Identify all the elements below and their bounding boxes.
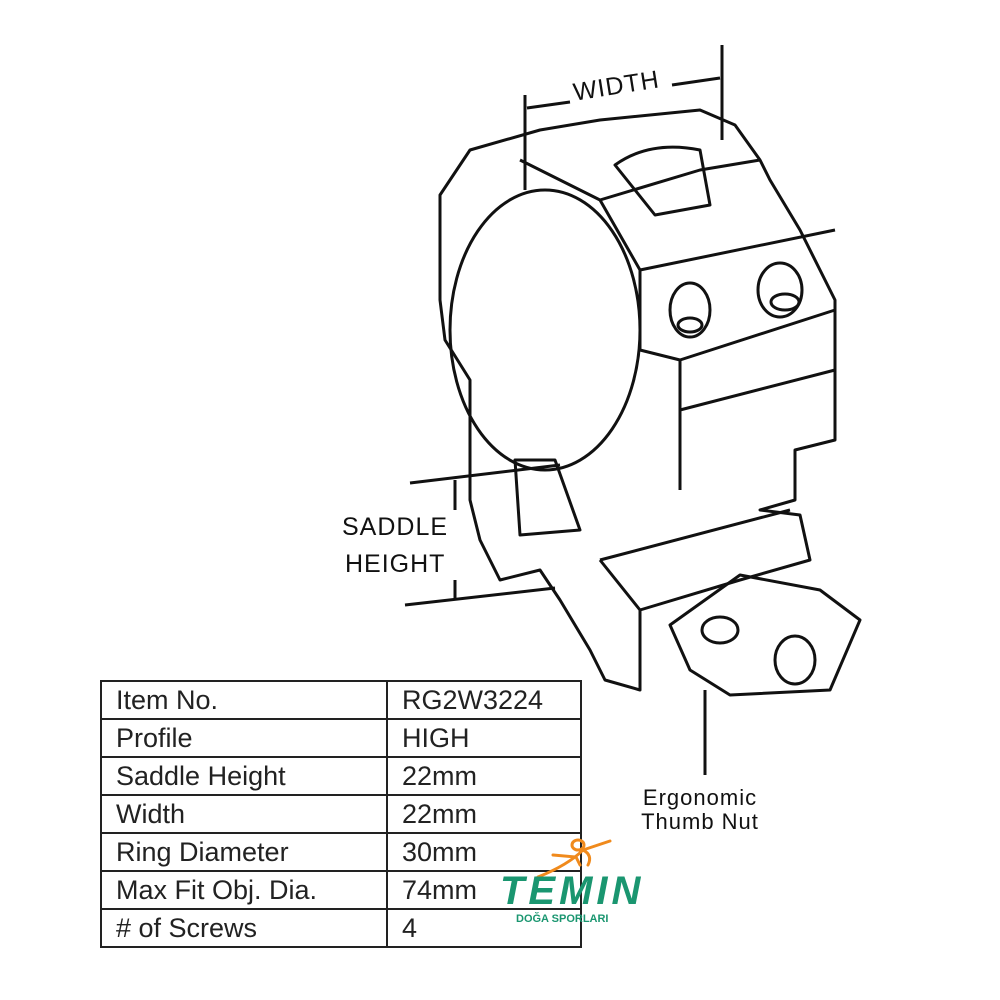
scope-tube-opening	[448, 188, 642, 472]
screw-head-left	[676, 316, 704, 334]
top-cap-edge	[519, 158, 836, 272]
top-slot	[613, 145, 712, 217]
side-window	[513, 458, 582, 537]
spec-value: 22mm	[386, 756, 582, 796]
thumb-nut-label-line1: Ergonomic	[642, 785, 758, 810]
climber-figure-icon	[536, 838, 612, 879]
screw-hole-right	[756, 261, 804, 319]
cap-split-line	[678, 360, 836, 490]
spec-key: Profile	[100, 718, 388, 758]
spec-value: RG2W3224	[386, 680, 582, 720]
table-row: Max Fit Obj. Dia.74mm	[100, 870, 582, 910]
spec-value: 30mm	[386, 832, 582, 872]
spec-key: Width	[100, 794, 388, 834]
saddle-extension-top	[409, 463, 561, 485]
cap-face	[638, 270, 836, 362]
screw-head-right	[769, 292, 801, 312]
saddle-label-line2: HEIGHT	[345, 550, 446, 578]
base-edge	[598, 508, 791, 690]
thumb-nut-label: Ergonomic Thumb Nut	[630, 786, 770, 834]
cap-top-ridge	[599, 158, 761, 202]
spec-key: Item No.	[100, 680, 388, 720]
thumb-nut-hole-right	[773, 634, 817, 686]
spec-value: HIGH	[386, 718, 582, 758]
logo-subtitle: DOĞA SPORLARI	[516, 913, 609, 925]
saddle-extension-bottom	[404, 586, 556, 607]
logo-name: TEMIN	[500, 869, 645, 913]
thumb-nut-label-line2: Thumb Nut	[641, 809, 759, 834]
thumb-nut	[668, 573, 862, 697]
width-dimension-line-left	[526, 100, 571, 110]
spec-value: 4	[386, 908, 582, 948]
screw-hole-left	[668, 281, 712, 339]
spec-key: Saddle Height	[100, 756, 388, 796]
width-dimension-line-right	[671, 76, 721, 87]
spec-key: Max Fit Obj. Dia.	[100, 870, 388, 910]
spec-value: 74mm	[386, 870, 582, 910]
ring-body-outline	[438, 108, 837, 692]
spec-value: 22mm	[386, 794, 582, 834]
thumb-nut-hole-left	[700, 615, 740, 645]
temin-logo: TEMIN DOĞA SPORLARI	[498, 835, 648, 935]
table-row: Item No.RG2W3224	[100, 680, 582, 720]
saddle-label-line1: SADDLE	[342, 513, 449, 541]
spec-key: Ring Diameter	[100, 832, 388, 872]
spec-key: # of Screws	[100, 908, 388, 948]
